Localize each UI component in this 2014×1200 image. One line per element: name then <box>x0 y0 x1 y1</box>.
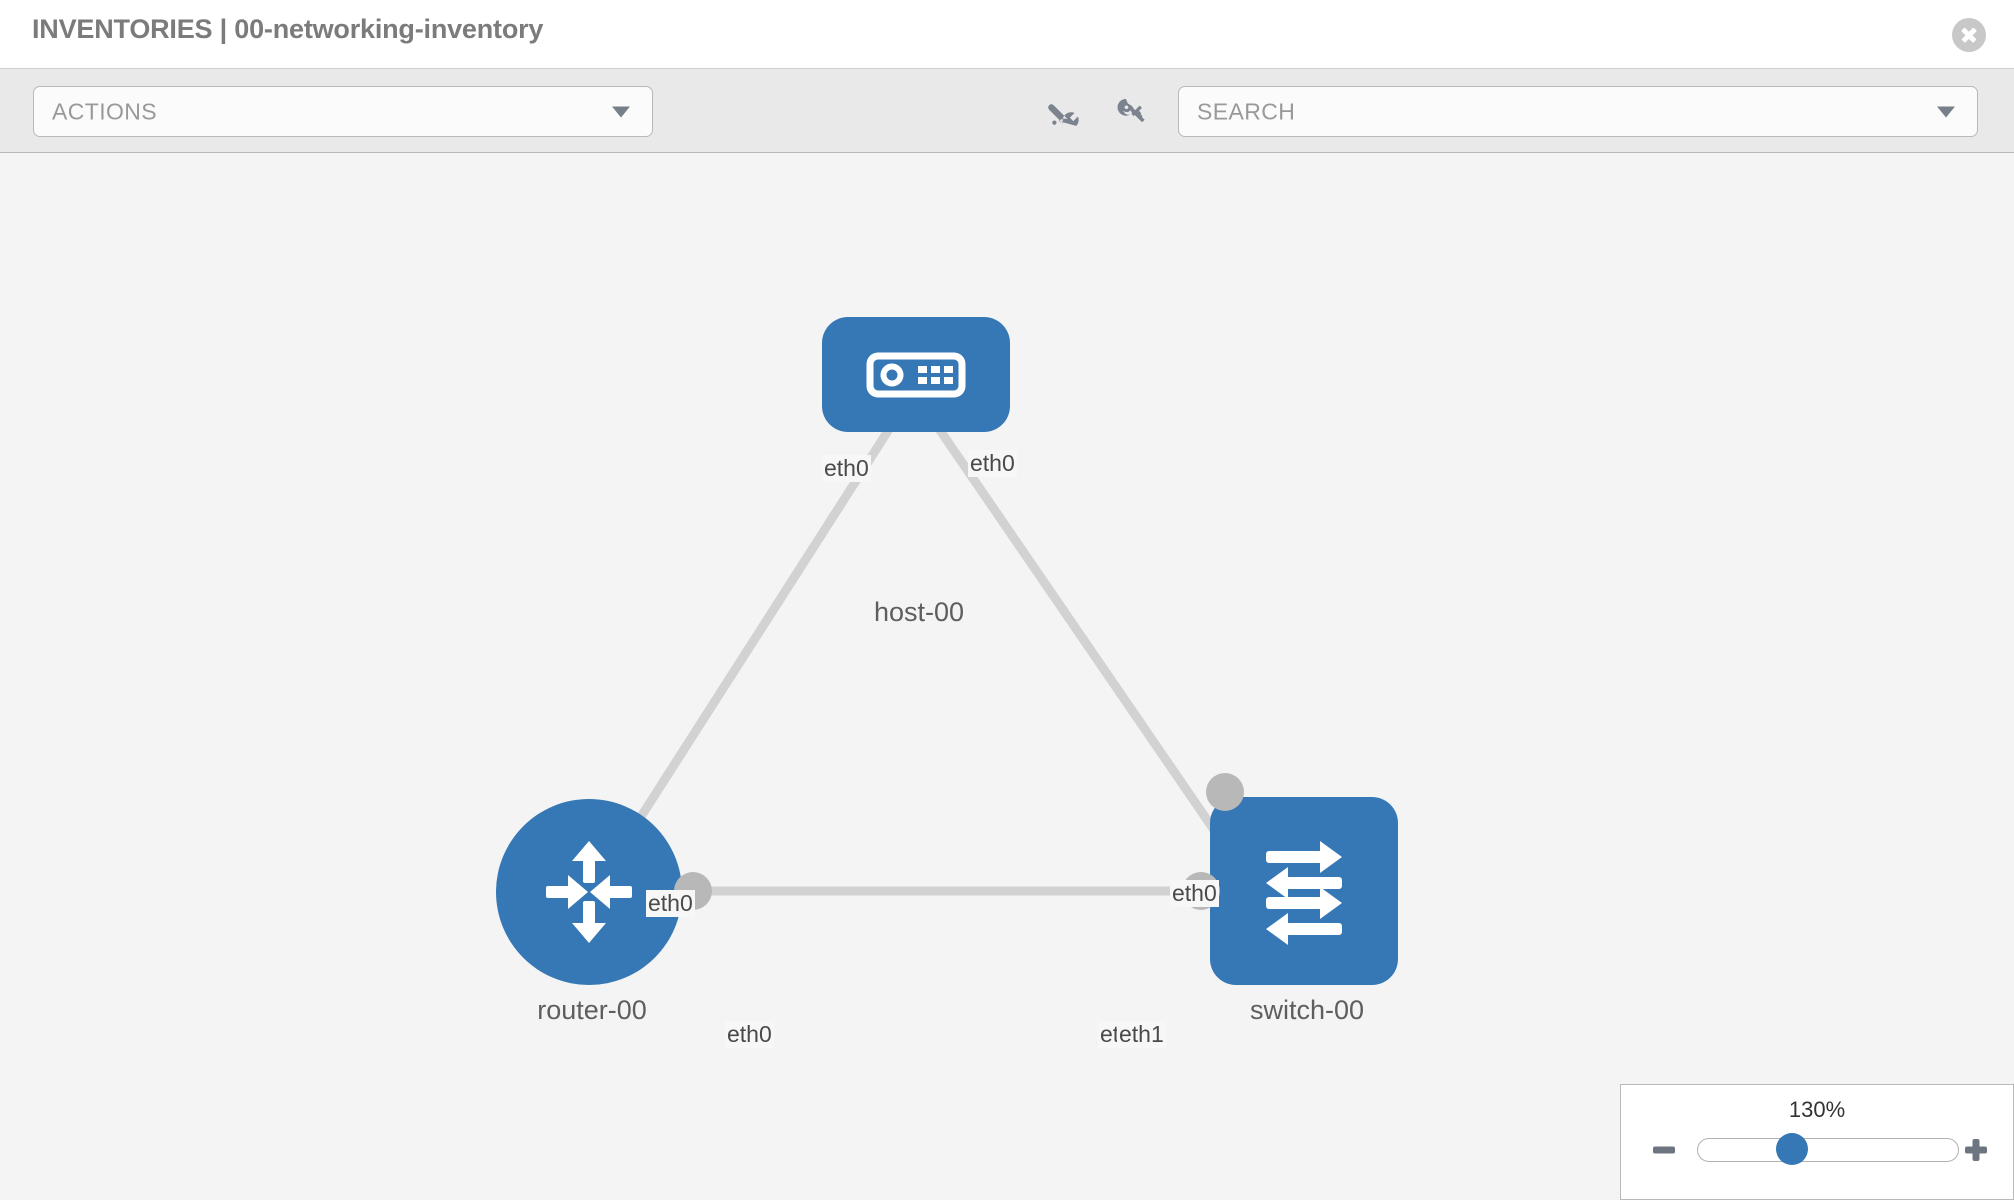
search-input[interactable]: SEARCH <box>1178 86 1978 137</box>
iface-label-router-up: eth0 <box>646 890 695 917</box>
toolbar: ACTIONS SEARCH <box>0 69 2014 153</box>
iface-label-host-left: eth0 <box>822 455 871 482</box>
search-placeholder: SEARCH <box>1197 98 1296 124</box>
node-label-host-00: host-00 <box>797 597 1041 628</box>
iface-label-switch-left-front: eth1 <box>1117 1021 1166 1048</box>
node-label-switch-00: switch-00 <box>1184 995 1430 1026</box>
port-dot-switch-up[interactable] <box>1206 773 1244 811</box>
switch-node-shape[interactable] <box>1210 797 1398 985</box>
actions-dropdown[interactable]: ACTIONS <box>33 86 653 137</box>
link-host-router <box>606 420 897 868</box>
link-host-switch <box>931 420 1242 868</box>
close-icon[interactable] <box>1952 18 1986 52</box>
host-node-shape[interactable] <box>822 317 1010 432</box>
zoom-slider-track[interactable] <box>1697 1138 1959 1162</box>
wrench-icon[interactable] <box>1046 95 1082 131</box>
iface-label-host-right: eth0 <box>968 450 1017 477</box>
switch-arrows-icon <box>1266 841 1342 945</box>
chevron-down-icon <box>612 106 630 117</box>
zoom-in-button[interactable] <box>1961 1135 1991 1165</box>
actions-dropdown-label: ACTIONS <box>52 98 158 124</box>
node-label-router-00: router-00 <box>469 995 715 1026</box>
topology-canvas[interactable]: host-00 eth0 eth0 <box>0 153 2014 1200</box>
page-title: INVENTORIES | 00-networking-inventory <box>32 14 544 44</box>
zoom-out-button[interactable] <box>1649 1135 1679 1165</box>
key-icon[interactable] <box>1113 95 1149 131</box>
zoom-slider-handle[interactable] <box>1776 1133 1808 1165</box>
iface-label-switch-up: eth0 <box>1170 880 1219 907</box>
server-icon <box>866 352 966 397</box>
topology-links <box>606 420 1242 896</box>
zoom-level-value: 130% <box>1788 1097 1846 1122</box>
chevron-down-icon <box>1937 106 1955 117</box>
iface-label-router-right: eth0 <box>725 1021 774 1048</box>
zoom-control-panel: 130% <box>1620 1084 2014 1200</box>
page-header: INVENTORIES | 00-networking-inventory <box>0 0 2014 69</box>
router-arrows-icon <box>546 841 632 943</box>
